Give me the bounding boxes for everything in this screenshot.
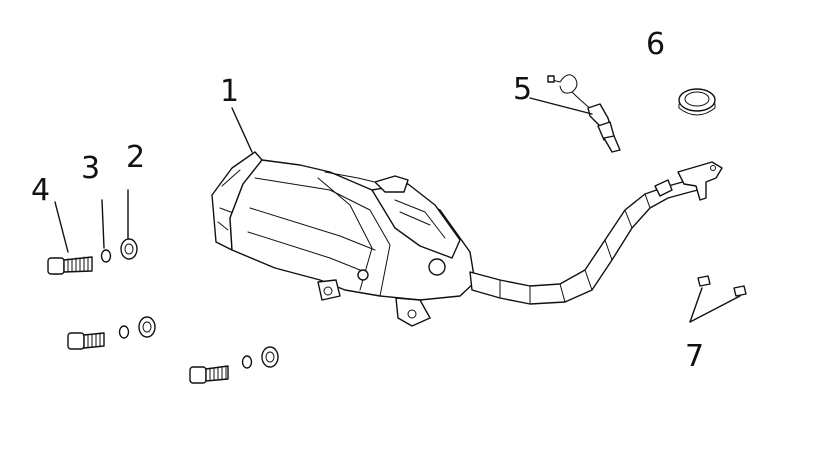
callout-6: 6: [646, 27, 665, 62]
bolt-washer-set-1: [47, 238, 138, 275]
bolt-washer-set-2: [67, 316, 156, 350]
leader-lines: [54, 97, 741, 323]
bolt-washer-set-3: [189, 346, 279, 384]
callout-4: 4: [31, 173, 50, 208]
o2-sensor: [547, 74, 621, 153]
callout-1: 1: [220, 74, 239, 109]
muffler-assembly: [211, 151, 723, 327]
callout-7: 7: [685, 339, 704, 374]
callout-3: 3: [81, 151, 100, 186]
callout-2: 2: [126, 140, 145, 175]
gasket-ring: [678, 88, 716, 116]
callout-5: 5: [513, 72, 532, 107]
flange-nuts: [697, 275, 747, 297]
